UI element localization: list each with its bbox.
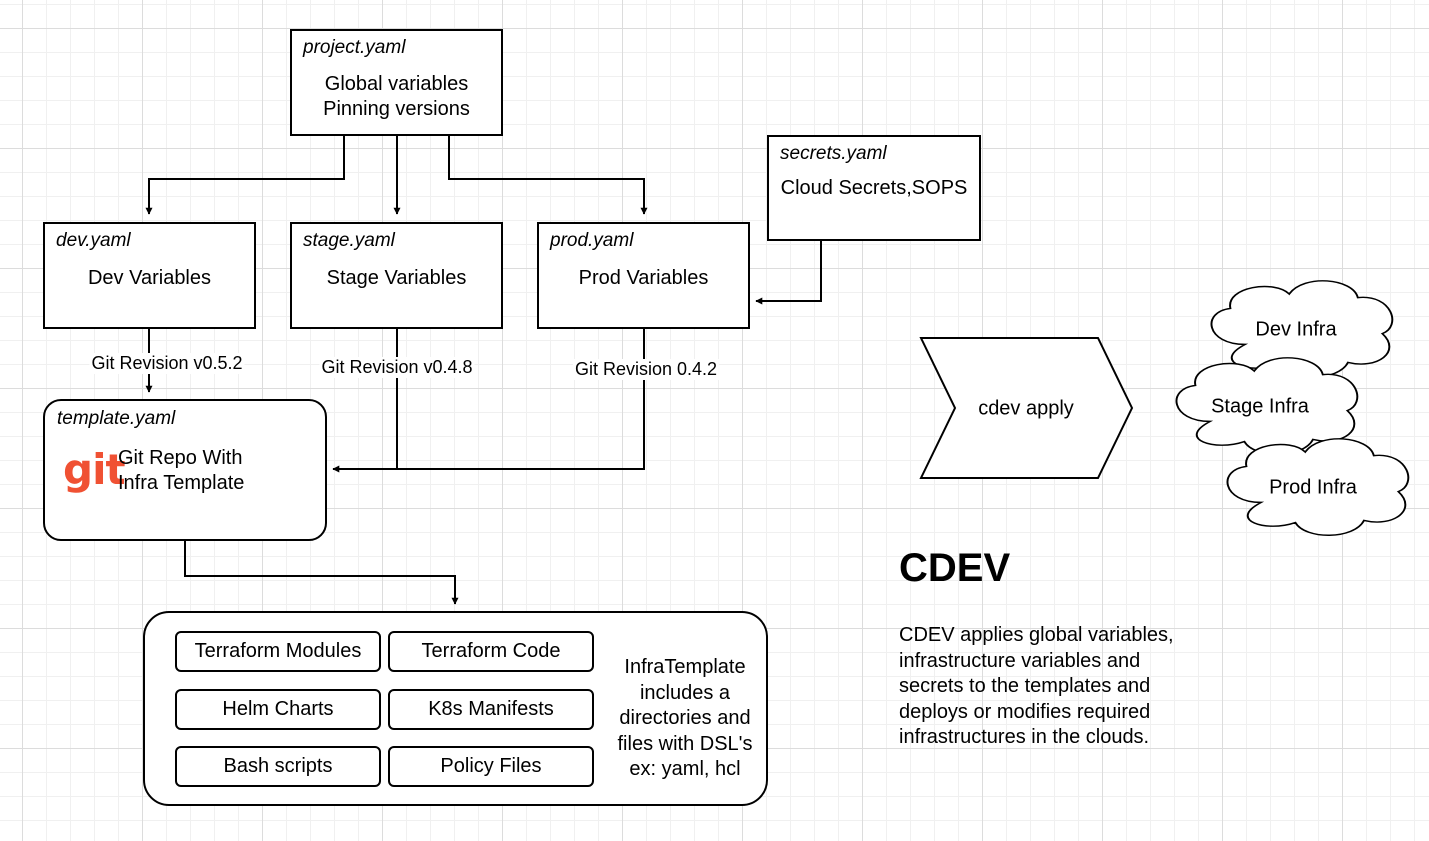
secrets-line-cloud: Cloud Secrets,SOPS xyxy=(780,177,968,199)
prod-revision-label: Git Revision 0.4.2 xyxy=(572,359,720,380)
infra-template-container: Terraform Modules Terraform Code Helm Ch… xyxy=(143,611,768,806)
item-bash-scripts: Bash scripts xyxy=(175,746,381,787)
cdev-desc-line-5: infrastructures in the clouds. xyxy=(899,726,1150,748)
dev-label: Dev Variables xyxy=(87,267,212,289)
connector-template-to-infra xyxy=(184,540,459,605)
cloud-label-stage: Stage Infra xyxy=(1211,395,1309,418)
dev-yaml-box: dev.yaml Dev Variables xyxy=(43,222,256,329)
secrets-description: Cloud Secrets,SOPS xyxy=(769,176,979,201)
connector-project-to-prod xyxy=(448,135,648,215)
project-line-pinning: Pinning versions xyxy=(323,98,470,120)
project-filename: project.yaml xyxy=(303,37,406,58)
template-yaml-box: template.yaml git Git Repo With Infra Te… xyxy=(43,399,327,541)
cdev-apply-chevron xyxy=(919,337,1134,479)
cloud-label-prod: Prod Infra xyxy=(1269,476,1357,499)
template-description: Git Repo With Infra Template xyxy=(118,446,244,496)
infra-desc-line-3: directories and xyxy=(619,707,751,729)
project-yaml-box: project.yaml Global variables Pinning ve… xyxy=(290,29,503,136)
stage-yaml-box: stage.yaml Stage Variables xyxy=(290,222,503,329)
infra-desc-line-1: InfraTemplate xyxy=(624,656,746,678)
git-logo-icon: git xyxy=(63,445,126,494)
template-filename: template.yaml xyxy=(57,408,176,429)
item-helm-charts: Helm Charts xyxy=(175,689,381,730)
cloud-label-dev: Dev Infra xyxy=(1255,318,1337,341)
prod-label: Prod Variables xyxy=(578,267,709,289)
item-k8s-manifests: K8s Manifests xyxy=(388,689,594,730)
stage-label: Stage Variables xyxy=(326,267,467,289)
cdev-desc-line-4: deploys or modifies required xyxy=(899,700,1151,723)
prod-filename: prod.yaml xyxy=(550,230,634,251)
prod-yaml-box: prod.yaml Prod Variables xyxy=(537,222,750,329)
cdev-apply-label: cdev apply xyxy=(978,397,1074,420)
cdev-description: CDEV applies global variables, infrastru… xyxy=(899,623,1219,751)
stage-revision-label: Git Revision v0.4.8 xyxy=(319,357,475,378)
item-policy-files: Policy Files xyxy=(388,746,594,787)
item-terraform-code: Terraform Code xyxy=(388,631,594,672)
cdev-desc-line-1: CDEV applies global variables, xyxy=(899,624,1174,646)
infra-desc-line-4: files with DSL's xyxy=(617,732,753,755)
cdev-desc-line-3: secrets to the templates and xyxy=(899,675,1151,697)
infra-desc-line-2: includes a xyxy=(639,681,731,704)
item-terraform-modules: Terraform Modules xyxy=(175,631,381,672)
cdev-title: CDEV xyxy=(899,546,1011,590)
secrets-yaml-box: secrets.yaml Cloud Secrets,SOPS xyxy=(767,135,981,241)
cloud-prod-infra xyxy=(1226,438,1410,536)
project-description: Global variables Pinning versions xyxy=(292,72,501,122)
project-line-global: Global variables xyxy=(324,73,469,95)
dev-revision-label: Git Revision v0.5.2 xyxy=(89,353,245,374)
dev-filename: dev.yaml xyxy=(56,230,131,251)
cdev-desc-line-2: infrastructure variables and xyxy=(899,649,1141,672)
template-line-infra: Infra Template xyxy=(118,472,245,494)
connector-project-to-dev xyxy=(145,135,345,215)
connector-secrets-to-prod xyxy=(755,240,822,305)
infra-desc-line-5: ex: yaml, hcl xyxy=(629,758,741,780)
infra-template-description: InfraTemplate includes a directories and… xyxy=(605,655,765,783)
stage-filename: stage.yaml xyxy=(303,230,395,251)
connector-prod-to-template xyxy=(332,328,645,473)
secrets-filename: secrets.yaml xyxy=(780,143,887,164)
template-line-repo: Git Repo With xyxy=(118,447,243,469)
cloud-stage-infra xyxy=(1175,357,1359,455)
